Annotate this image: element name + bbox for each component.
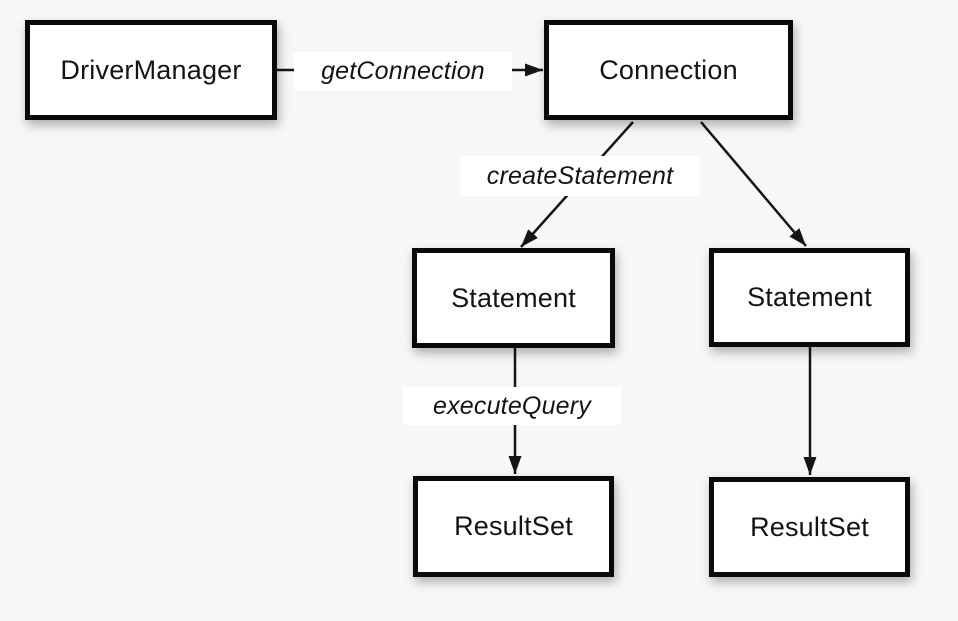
node-resultset-left: ResultSet	[413, 476, 614, 577]
node-resultset-left-label: ResultSet	[454, 511, 573, 541]
node-resultset-right: ResultSet	[709, 477, 910, 577]
node-driver-manager-label: DriverManager	[60, 54, 242, 85]
node-connection-label: Connection	[599, 54, 738, 85]
edge-label-getconnection: getConnection	[294, 52, 512, 91]
edge-label-createstatement: createStatement	[460, 156, 700, 196]
node-connection: Connection	[544, 20, 793, 120]
node-driver-manager: DriverManager	[25, 20, 277, 120]
node-statement-left-label: Statement	[451, 282, 576, 313]
edge-connection-statement-right-arrow	[700, 121, 807, 247]
node-resultset-right-label: ResultSet	[750, 511, 869, 542]
node-statement-right-label: Statement	[747, 282, 872, 312]
edge-label-executequery: executeQuery	[403, 387, 621, 425]
node-statement-left: Statement	[412, 248, 615, 348]
node-statement-right: Statement	[709, 248, 910, 347]
